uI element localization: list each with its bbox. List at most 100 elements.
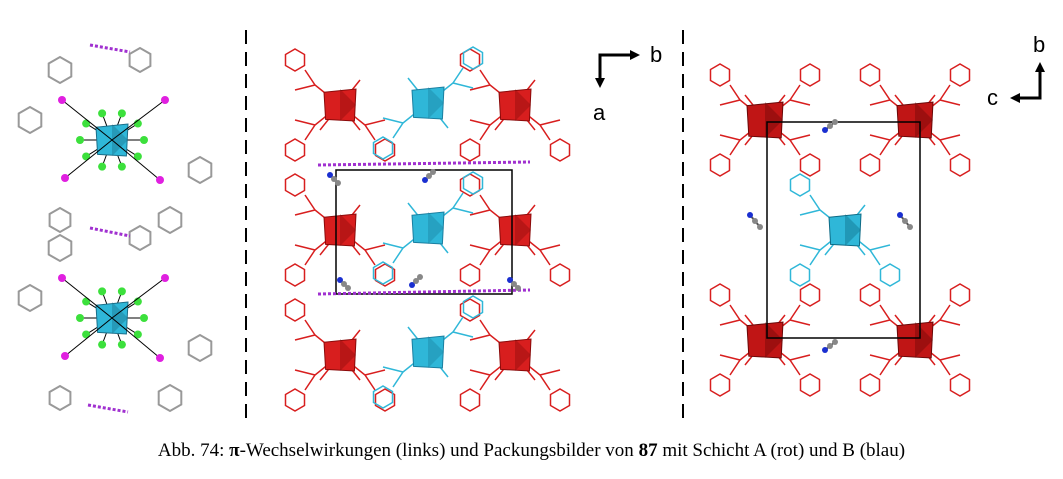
- phenyl-ring: [47, 55, 73, 85]
- halogen-atom: [82, 119, 91, 128]
- phenyl-ring: [157, 383, 183, 413]
- caption-prefix: Abb. 74:: [157, 440, 230, 461]
- phenyl-ring: [459, 298, 481, 322]
- octahedron-face: [765, 322, 783, 358]
- phenyl-ring: [17, 105, 43, 135]
- axis-label-b: b: [1033, 32, 1045, 57]
- phenyl-ring: [789, 263, 811, 287]
- phenyl-ring: [374, 263, 396, 287]
- nitrogen-atom: [409, 282, 415, 288]
- octahedron: [411, 211, 445, 245]
- bond: [61, 99, 113, 141]
- phenyl-ring: [949, 63, 971, 87]
- axis-label-c: c: [987, 85, 998, 110]
- octahedron-face: [515, 89, 531, 121]
- carbon-atom: [832, 119, 838, 125]
- carbon-atom: [827, 343, 833, 349]
- halogen-atom: [98, 162, 107, 171]
- bond: [111, 277, 166, 319]
- halogen-atom: [82, 152, 91, 161]
- axis-arrows-icon: [598, 53, 632, 82]
- phenyl-ring: [187, 155, 213, 185]
- carbon-atom: [331, 176, 337, 182]
- carbon-atom: [902, 218, 908, 224]
- phenyl-ring: [549, 138, 571, 162]
- phenyl-ring: [462, 46, 484, 70]
- phenyl-ring: [462, 295, 484, 319]
- phenyl-ring: [949, 373, 971, 397]
- pi-contact: [89, 43, 131, 54]
- halogen-atom: [133, 330, 142, 339]
- packing-panel-ab: [284, 46, 571, 412]
- octahedron-face: [428, 87, 444, 119]
- octahedron: [323, 338, 357, 372]
- phenyl-ring: [459, 388, 481, 412]
- phenyl-ring: [372, 136, 394, 160]
- halogen-atom: [76, 314, 84, 322]
- axis-label-b: b: [650, 42, 662, 67]
- halogen-atom: [117, 287, 126, 296]
- octahedron: [323, 88, 357, 122]
- packing-panel-bc: [709, 63, 971, 397]
- phenyl-ring: [709, 283, 731, 307]
- octahedron-face: [845, 214, 861, 246]
- phenyl-ring: [949, 153, 971, 177]
- phosphorus-atom: [156, 176, 164, 184]
- axis-indicator-bc: b c: [987, 32, 1045, 110]
- phenyl-ring: [549, 263, 571, 287]
- phenyl-ring: [799, 63, 821, 87]
- arrow-right-icon: [630, 50, 640, 60]
- nitrogen-atom: [822, 347, 828, 353]
- phenyl-ring: [459, 138, 481, 162]
- nitrogen-atom: [747, 212, 753, 218]
- octahedron: [746, 321, 784, 359]
- carbon-atom: [335, 180, 341, 186]
- phosphorus-atom: [156, 354, 164, 362]
- nitrogen-atom: [327, 172, 333, 178]
- phenyl-ring: [799, 373, 821, 397]
- caption-text: -Wechselwirkungen (links) und Packungsbi…: [239, 440, 639, 461]
- caption-text: mit Schicht A (rot) und B (blau): [657, 440, 906, 461]
- phenyl-ring: [284, 173, 306, 197]
- halogen-atom: [76, 136, 84, 144]
- phenyl-ring: [709, 63, 731, 87]
- bond: [111, 99, 166, 141]
- octahedron-face: [340, 214, 356, 246]
- phenyl-ring: [462, 171, 484, 195]
- octahedron: [411, 86, 445, 120]
- octahedron: [323, 213, 357, 247]
- phenyl-ring: [284, 138, 306, 162]
- phenyl-ring: [187, 333, 213, 363]
- axis-label-a: a: [593, 100, 606, 125]
- octahedron-face: [340, 339, 356, 371]
- phenyl-ring: [949, 283, 971, 307]
- nitrogen-atom: [897, 212, 903, 218]
- axis-arrows-icon: [1018, 70, 1042, 100]
- halogen-atom: [98, 287, 107, 296]
- carbon-atom: [417, 274, 423, 280]
- carbon-atom: [757, 224, 763, 230]
- phosphorus-atom: [161, 96, 169, 104]
- carbon-atom: [752, 218, 758, 224]
- carbon-atom: [430, 169, 436, 175]
- carbon-atom: [827, 123, 833, 129]
- phenyl-ring: [48, 384, 72, 412]
- phenyl-ring: [459, 173, 481, 197]
- phenyl-ring: [709, 153, 731, 177]
- phosphorus-atom: [61, 352, 69, 360]
- phenyl-ring: [284, 263, 306, 287]
- caption-pi: π: [229, 440, 240, 461]
- phenyl-ring: [799, 283, 821, 307]
- bond: [61, 277, 113, 319]
- carbon-atom: [341, 281, 347, 287]
- nitrogen-atom: [422, 177, 428, 183]
- phenyl-ring: [859, 153, 881, 177]
- phosphorus-atom: [161, 274, 169, 282]
- carbon-atom: [426, 173, 432, 179]
- pi-contact: [317, 160, 531, 167]
- octahedron: [746, 101, 784, 139]
- octahedron-face: [515, 214, 531, 246]
- octahedron: [828, 213, 862, 247]
- nitrogen-atom: [507, 277, 513, 283]
- octahedron: [498, 338, 532, 372]
